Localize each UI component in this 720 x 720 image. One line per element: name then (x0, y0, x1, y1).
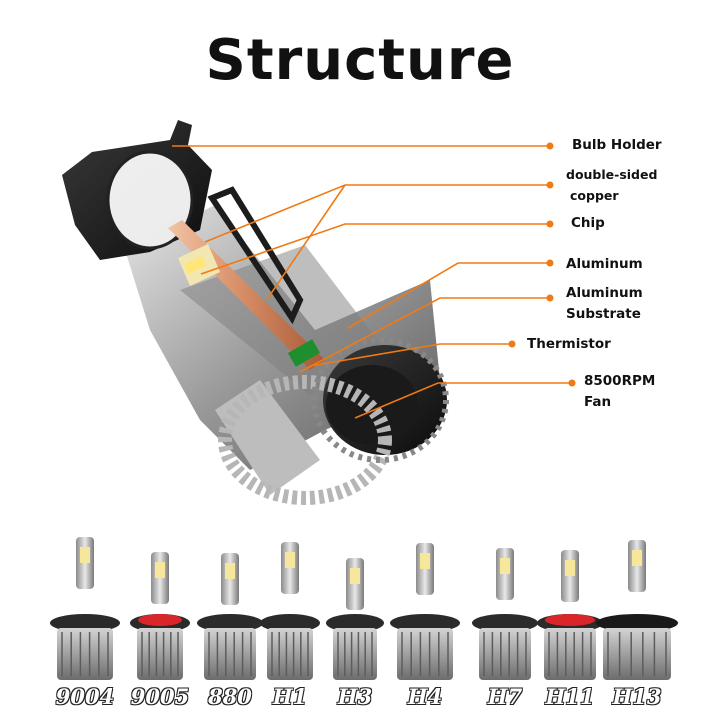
fan-assembly (218, 337, 449, 505)
model-label: H4 (407, 683, 443, 709)
bulb-9004 (50, 537, 120, 680)
callout-line: 8500RPM (584, 373, 656, 389)
bulb-9005 (130, 552, 190, 680)
callout-line: copper (570, 188, 619, 203)
model-label: 880 (207, 683, 252, 709)
model-label: 9005 (130, 683, 190, 709)
model-label: H3 (337, 683, 373, 709)
callout-line: Fan (584, 394, 612, 410)
callout-fan: 8500RPM Fan (584, 371, 655, 413)
callout-line: Aluminum (566, 256, 643, 272)
bulb-h3 (326, 558, 384, 680)
callout-leader-lines (172, 145, 570, 419)
callout-thermistor: Thermistor (527, 334, 611, 355)
callout-line: Thermistor (527, 336, 611, 352)
callout-aluminum: Aluminum (566, 254, 643, 275)
callout-chip: Chip (571, 213, 605, 234)
callout-line: Chip (571, 215, 605, 231)
bulb-h11 (537, 550, 603, 680)
bulb-h13 (596, 540, 678, 680)
bulb-880 (197, 553, 263, 680)
bulb-models (50, 537, 678, 680)
callout-double-sided-copper: double-sided copper (566, 164, 657, 206)
model-label: 9004 (55, 683, 115, 709)
bulb-h1 (260, 542, 320, 680)
page-title: Structure (205, 28, 515, 93)
callout-line: double-sided (566, 167, 658, 182)
bulb-h4 (390, 543, 460, 680)
callout-line: Substrate (566, 306, 641, 322)
model-label: H1 (272, 683, 308, 709)
callout-dots (508, 142, 576, 387)
callout-line: Aluminum (566, 285, 643, 301)
callout-line: Bulb Holder (572, 137, 662, 153)
model-label: H13 (612, 683, 662, 709)
bulb-h7 (472, 548, 538, 680)
callout-aluminum-substrate: Aluminum Substrate (566, 283, 643, 325)
model-label: H7 (487, 683, 523, 709)
model-label: H11 (545, 683, 595, 709)
copper-board (168, 186, 325, 370)
callout-bulb-holder: Bulb Holder (572, 135, 662, 156)
